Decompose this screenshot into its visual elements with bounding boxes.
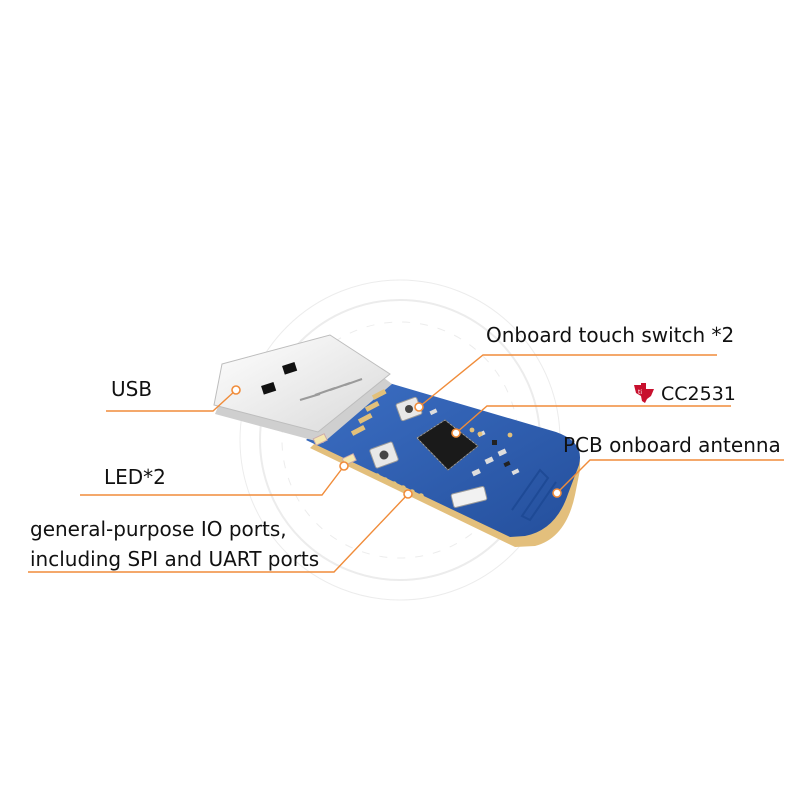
gpio-label-line1: general-purpose IO ports, (30, 517, 287, 541)
usb-slot (282, 362, 298, 375)
pcb-antenna-trace (511, 468, 557, 522)
svg-text:ti: ti (638, 389, 642, 396)
gpio-holes (374, 427, 513, 499)
usb-plug (213, 334, 392, 443)
ti-logo-icon: ti (634, 383, 654, 403)
gpio-label-line2: including SPI and UART ports (30, 547, 320, 571)
touch-switch (369, 441, 399, 469)
gpio-label: general-purpose IO ports, including SPI … (30, 514, 319, 574)
cc2531-chip (416, 419, 479, 471)
led (312, 433, 328, 446)
usb-contact-pads (350, 388, 387, 436)
callout-dots (231, 385, 562, 499)
chip-label: CC2531 (661, 383, 736, 405)
led-label: LED*2 (104, 465, 166, 489)
antenna-label: PCB onboard antenna (563, 433, 781, 457)
usb-slot (261, 382, 277, 395)
usb-label: USB (111, 377, 153, 401)
crystal-oscillator (450, 486, 488, 508)
touch-switch-label: Onboard touch switch *2 (486, 323, 735, 347)
callout-lines (28, 354, 784, 573)
